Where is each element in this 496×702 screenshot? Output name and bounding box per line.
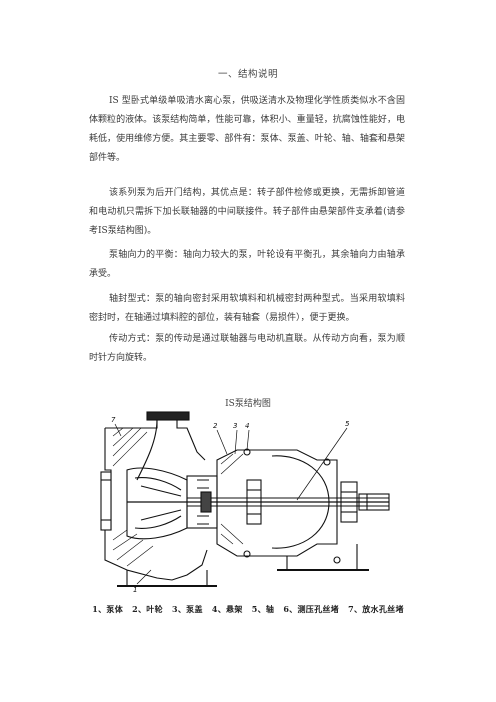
figure-caption: 1、泵体 2、叶轮 3、泵盖 4、悬架 5、轴 6、测压孔丝堵 7、放水孔丝堵 <box>0 604 496 615</box>
callout-1: 7 <box>111 416 116 424</box>
section-title: 一、结构说明 <box>217 69 278 80</box>
paragraph-intro: IS 型卧式单级单吸清水离心泵，供吸送清水及物理化学性质类似水不含固体颗粒的液体… <box>89 96 405 163</box>
caption-item-pump-body: 1、泵体 <box>92 604 124 614</box>
caption-item-shaft: 5、轴 <box>251 604 275 614</box>
callout-5: 5 <box>345 420 350 428</box>
caption-item-pressure-plug: 6、测压孔丝堵 <box>283 604 339 614</box>
paragraph-axial-force: 泵轴向力的平衡：轴向力较大的泵，叶轮设有平衡孔，其余轴向力由轴承承受。 <box>89 250 405 279</box>
callout-2: 2 <box>213 422 218 430</box>
callout-4: 4 <box>245 422 249 430</box>
paragraph-transmission: 传动方式：泵的传动是通过联轴器与电动机直联。从传动方向看，泵为顺时针方向旋转。 <box>89 334 405 363</box>
caption-item-drain-plug: 7、放水孔丝堵 <box>348 604 404 614</box>
paragraph-structure: 该系列泵为后开门结构，其优点是：转子部件检修或更换，无需拆卸管道和电动机只需拆下… <box>89 188 405 236</box>
pump-structure-drawing: 7 2 3 4 5 1 <box>100 411 390 594</box>
figure-title: IS泵结构图 <box>225 399 271 409</box>
caption-item-bracket: 4、悬架 <box>211 604 243 614</box>
paragraph-shaft-seal: 轴封型式：泵的轴向密封采用软填料和机械密封两种型式。当采用软填料密封时，在轴通过… <box>89 294 405 323</box>
caption-item-pump-cover: 3、泵盖 <box>172 604 203 614</box>
callout-3: 3 <box>233 422 237 430</box>
callout-6: 1 <box>133 586 137 594</box>
caption-item-impeller: 2、叶轮 <box>132 604 163 614</box>
